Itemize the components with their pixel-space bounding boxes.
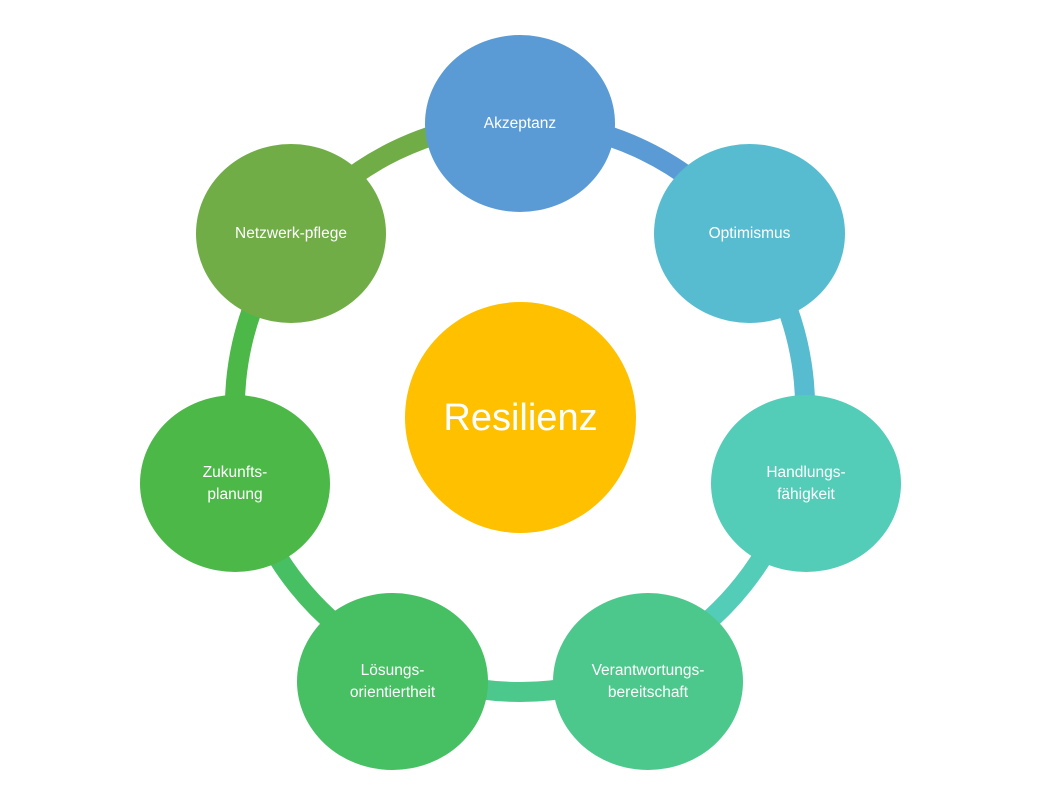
node-handlungsfaehigkeit: Handlungs- fähigkeit bbox=[711, 395, 901, 572]
center-label: Resilienz bbox=[443, 396, 598, 439]
node-label: Lösungs- orientiertheit bbox=[349, 661, 436, 701]
node-label: Handlungs- fähigkeit bbox=[766, 463, 846, 503]
center-node-resilienz: Resilienz bbox=[405, 302, 636, 533]
node-loesungsorientiertheit: Lösungs- orientiertheit bbox=[297, 593, 488, 770]
node-netzwerkpflege: Netzwerk-pflege bbox=[196, 144, 386, 323]
node-zukunftsplanung: Zukunfts- planung bbox=[140, 395, 330, 572]
node-optimismus: Optimismus bbox=[654, 144, 845, 323]
node-label: Optimismus bbox=[708, 224, 791, 242]
node-verantwortungsbereitschaft: Verantwortungs- bereitschaft bbox=[553, 593, 743, 770]
node-label: Verantwortungs- bereitschaft bbox=[591, 661, 705, 701]
node-label: Zukunfts- planung bbox=[202, 463, 268, 503]
node-akzeptanz: Akzeptanz bbox=[425, 35, 615, 212]
node-label: Akzeptanz bbox=[483, 114, 557, 132]
node-label: Netzwerk-pflege bbox=[235, 224, 347, 242]
